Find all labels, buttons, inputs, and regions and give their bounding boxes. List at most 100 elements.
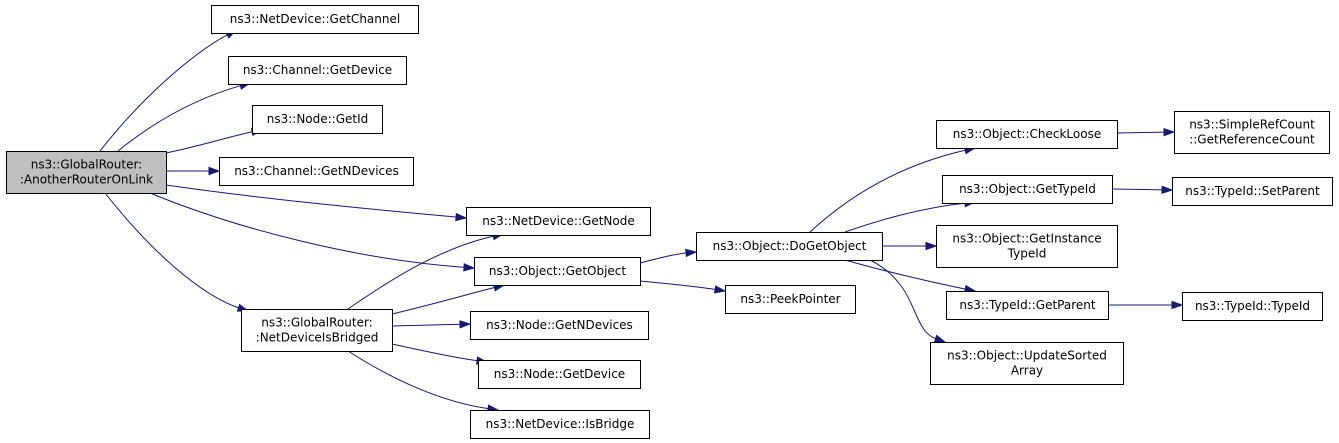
arrow-n11-n17 [933, 334, 947, 343]
node-box[interactable] [228, 56, 407, 85]
node-box[interactable] [936, 120, 1118, 149]
node-box[interactable] [470, 311, 649, 340]
edge-n0-n6 [149, 192, 466, 268]
node-label: ns3::Object::DoGetObject [713, 239, 867, 253]
node-n13[interactable]: ns3::Object::CheckLoose [936, 120, 1118, 149]
node-box[interactable] [474, 257, 641, 286]
edge-n0-n7 [104, 192, 240, 309]
node-box[interactable] [1182, 292, 1323, 321]
node-label: ns3::PeekPointer [740, 292, 840, 306]
node-n18[interactable]: ns3::SimpleRefCount::GetReferenceCount [1174, 111, 1330, 154]
node-n16[interactable]: ns3::TypeId::GetParent [946, 291, 1109, 320]
node-box[interactable] [942, 175, 1113, 204]
node-box[interactable] [466, 207, 651, 236]
node-label: TypeId [1007, 247, 1047, 261]
node-n4[interactable]: ns3::Channel::GetNDevices [219, 157, 414, 186]
node-label: ns3::Object::UpdateSorted [947, 349, 1107, 363]
node-label: ns3::Object::GetObject [489, 264, 627, 278]
node-n14[interactable]: ns3::Object::GetTypeId [942, 175, 1113, 204]
arrow-n11-n15 [925, 241, 938, 251]
node-box[interactable] [241, 309, 393, 352]
nodes-layer: ns3::GlobalRouter::AnotherRouterOnLinkns… [6, 5, 1333, 439]
node-box[interactable] [930, 342, 1124, 385]
arrow-n0-n6 [463, 263, 476, 272]
node-label: ns3::Node::GetDevice [494, 367, 625, 381]
node-label: :NetDeviceIsBridged [256, 331, 379, 345]
node-label: ns3::Object::GetInstance [952, 232, 1101, 246]
node-label: ns3::SimpleRefCount [1189, 118, 1315, 132]
node-n2[interactable]: ns3::Channel::GetDevice [228, 56, 407, 85]
node-n0[interactable]: ns3::GlobalRouter::AnotherRouterOnLink [6, 151, 167, 194]
node-box[interactable] [6, 151, 167, 194]
node-n20[interactable]: ns3::TypeId::TypeId [1182, 292, 1323, 321]
arrow-n14-n19 [1161, 185, 1174, 195]
node-box[interactable] [1172, 177, 1333, 206]
edge-n7-n6 [391, 286, 496, 315]
node-label: ns3::TypeId::SetParent [1185, 184, 1320, 198]
node-box[interactable] [696, 232, 883, 261]
edge-n11-n13 [809, 149, 967, 233]
node-label: ns3::Node::GetNDevices [486, 318, 633, 332]
node-n19[interactable]: ns3::TypeId::SetParent [1172, 177, 1333, 206]
node-n1[interactable]: ns3::NetDevice::GetChannel [211, 5, 419, 34]
node-label: ns3::GlobalRouter: [261, 316, 372, 330]
node-label: ns3::Object::GetTypeId [959, 182, 1096, 196]
arrow-n6-n12 [713, 285, 727, 294]
edge-n13-n18 [1116, 131, 1166, 134]
node-n11[interactable]: ns3::Object::DoGetObject [696, 232, 883, 261]
node-label: Array [1011, 364, 1043, 378]
node-label: ns3::GlobalRouter: [31, 158, 142, 172]
node-box[interactable] [219, 157, 414, 186]
edge-n11-n17 [869, 259, 937, 340]
node-n3[interactable]: ns3::Node::GetId [252, 105, 383, 134]
edge-n0-n1 [99, 33, 229, 152]
arrow-n0-n5 [455, 212, 468, 222]
node-box[interactable] [470, 410, 650, 439]
edge-n7-n5 [347, 235, 495, 310]
node-label: ns3::NetDevice::GetNode [482, 214, 634, 228]
node-box[interactable] [478, 360, 641, 389]
edge-n11-n16 [844, 259, 967, 290]
node-label: ::GetReferenceCount [1189, 133, 1315, 147]
node-n8[interactable]: ns3::Node::GetNDevices [470, 311, 649, 340]
arrow-n13-n18 [1163, 127, 1176, 137]
node-box[interactable] [211, 5, 419, 34]
node-label: ns3::Object::CheckLoose [953, 127, 1101, 141]
node-label: ns3::NetDevice::GetChannel [230, 12, 400, 26]
node-box[interactable] [725, 285, 856, 314]
edge-n0-n5 [165, 184, 458, 218]
arrow-n6-n11 [685, 248, 698, 258]
node-box[interactable] [252, 105, 383, 134]
node-box[interactable] [946, 291, 1109, 320]
node-n10[interactable]: ns3::NetDevice::IsBridge [470, 410, 650, 439]
node-label: ns3::Channel::GetDevice [243, 63, 392, 77]
edge-n6-n12 [639, 280, 717, 291]
node-label: ns3::TypeId::TypeId [1195, 299, 1310, 313]
node-label: :AnotherRouterOnLink [20, 173, 153, 187]
node-box[interactable] [936, 225, 1118, 268]
node-n12[interactable]: ns3::PeekPointer [725, 285, 856, 314]
node-label: ns3::NetDevice::IsBridge [486, 417, 635, 431]
edge-n11-n14 [844, 202, 967, 233]
edge-n14-n19 [1111, 188, 1164, 191]
arrow-n16-n20 [1171, 300, 1184, 310]
node-n6[interactable]: ns3::Object::GetObject [474, 257, 641, 286]
node-n5[interactable]: ns3::NetDevice::GetNode [466, 207, 651, 236]
node-n7[interactable]: ns3::GlobalRouter::NetDeviceIsBridged [241, 309, 393, 352]
arrow-n0-n4 [208, 166, 221, 176]
edge-n7-n9 [391, 343, 479, 362]
arrow-n7-n8 [459, 320, 472, 329]
node-label: ns3::Channel::GetNDevices [234, 164, 399, 178]
edge-n0-n3 [165, 131, 254, 154]
edge-n0-n2 [117, 84, 242, 152]
edge-n6-n11 [639, 252, 688, 264]
edge-n7-n8 [391, 323, 462, 327]
node-box[interactable] [1174, 111, 1330, 154]
node-n9[interactable]: ns3::Node::GetDevice [478, 360, 641, 389]
node-label: ns3::TypeId::GetParent [959, 298, 1095, 312]
node-label: ns3::Node::GetId [267, 112, 369, 126]
edge-n7-n10 [347, 350, 490, 410]
